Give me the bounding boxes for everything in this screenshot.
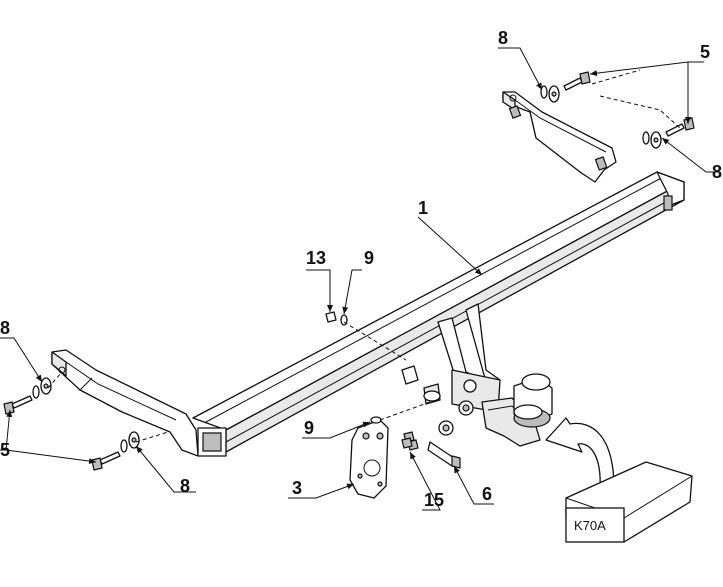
- bolt-5-left-upper: [3, 377, 52, 415]
- callout-5-left: 5: [0, 440, 10, 460]
- nut-13: [325, 311, 337, 323]
- bolt-5-top: [540, 71, 591, 103]
- callout-3: 3: [292, 478, 302, 498]
- right-mounting-bracket: [502, 91, 617, 183]
- socket-plate: [349, 419, 389, 499]
- assembly-lines: [47, 69, 681, 443]
- callout-5-top: 5: [700, 42, 710, 62]
- callout-labels: 1 8 5 8 13 9 9 3 15 6 8 5 8: [0, 28, 722, 510]
- tow-neck-assembly: [437, 303, 501, 416]
- kit-box-label: K70A: [574, 518, 606, 533]
- callout-15: 15: [424, 490, 444, 510]
- callout-9-top: 9: [364, 248, 374, 268]
- left-mounting-bracket: [51, 349, 199, 457]
- callout-1: 1: [418, 198, 428, 218]
- leader-lines: [0, 47, 718, 511]
- callout-6: 6: [482, 484, 492, 504]
- kit-box-front: [565, 507, 625, 543]
- spring: [401, 431, 419, 451]
- washer-9-mid: [370, 416, 382, 424]
- bolt-5-left-lower: [91, 431, 140, 471]
- curved-arrow-icon: [545, 417, 615, 491]
- callout-9-mid: 9: [304, 418, 314, 438]
- callout-8-top: 8: [498, 28, 508, 48]
- tow-ball-bolt: [427, 420, 461, 469]
- callout-8-right: 8: [712, 162, 722, 182]
- kit-box: K70A: [565, 461, 693, 543]
- callout-8-bottom: 8: [180, 476, 190, 496]
- callout-13: 13: [306, 248, 326, 268]
- bracket-block: [401, 365, 441, 405]
- main-crossbar: [192, 171, 685, 457]
- tow-ball: [481, 373, 553, 447]
- callout-8-left: 8: [0, 318, 10, 338]
